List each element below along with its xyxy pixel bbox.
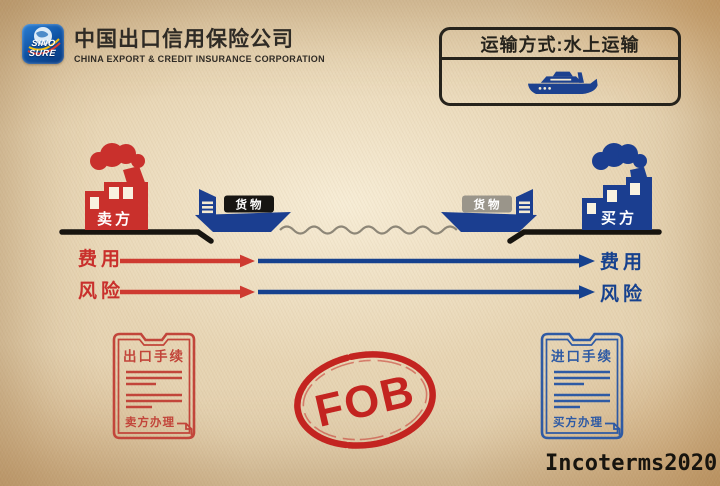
buyer-factory: 买方	[582, 143, 652, 230]
folded-corner-icon	[605, 422, 621, 436]
folded-corner-icon	[177, 422, 193, 436]
risk-arrow-row	[120, 285, 595, 299]
transport-mode-icon-area	[442, 60, 678, 103]
ship-icon	[528, 71, 598, 94]
export-doc-title: 出口手续	[123, 348, 185, 364]
logo-line-1: SINO	[30, 38, 57, 48]
fob-stamp: FOB	[294, 351, 436, 449]
company-name-cn: 中国出口信用保险公司	[74, 28, 294, 51]
water-wave	[279, 225, 458, 235]
globe-icon	[27, 27, 61, 55]
risk-arrowhead-red	[240, 285, 255, 299]
seller-label: 卖方	[97, 210, 133, 228]
scene-diagram: 卖方 买方 货物 货物	[59, 143, 662, 244]
export-procedures-document: 出口手续 卖方办理	[112, 332, 196, 440]
risk-label-left: 风险	[78, 281, 125, 302]
ship-left	[195, 189, 291, 232]
risk-label-right: 风险	[600, 284, 647, 305]
quay-left	[59, 229, 214, 244]
cost-label-right: 费用	[600, 252, 647, 273]
ship-right	[441, 189, 537, 232]
seller-factory: 卖方	[85, 143, 148, 230]
logo-wordmark: SINO SURE	[21, 38, 65, 58]
cost-arrow-row	[120, 254, 595, 268]
logo-line-2: SURE	[28, 48, 57, 58]
export-doc-handler: 卖方办理	[125, 415, 175, 429]
incoterms-2020-label: Incoterms2020	[545, 451, 718, 476]
transport-mode-title: 运输方式:水上运输	[442, 30, 678, 60]
import-doc-handler: 买方办理	[553, 415, 603, 429]
cargo-right-label: 货物	[473, 198, 503, 212]
transport-mode-box: 运输方式:水上运输	[439, 27, 681, 106]
quay-right	[507, 229, 662, 244]
cargo-tag-right: 货物	[462, 195, 512, 213]
import-procedures-document: 进口手续 买方办理	[540, 332, 624, 440]
document-text-lines	[554, 370, 610, 409]
risk-arrowhead-blue	[579, 285, 595, 299]
cost-label-left: 费用	[78, 249, 125, 270]
cost-arrowhead-red	[240, 254, 255, 268]
company-name-en: CHINA EXPORT & CREDIT INSURANCE CORPORAT…	[74, 54, 325, 64]
buyer-label: 买方	[601, 209, 637, 227]
sinosure-logo: SINO SURE	[22, 24, 64, 64]
cost-arrowhead-blue	[579, 254, 595, 268]
stamp-label: FOB	[310, 364, 420, 436]
cost-risk-arrows	[120, 254, 595, 299]
company-brand: 中国出口信用保险公司 CHINA EXPORT & CREDIT INSURAN…	[74, 28, 325, 64]
cargo-left-label: 货物	[235, 198, 265, 212]
document-text-lines	[126, 370, 182, 409]
import-doc-title: 进口手续	[551, 348, 613, 364]
cargo-tag-left: 货物	[224, 195, 274, 213]
